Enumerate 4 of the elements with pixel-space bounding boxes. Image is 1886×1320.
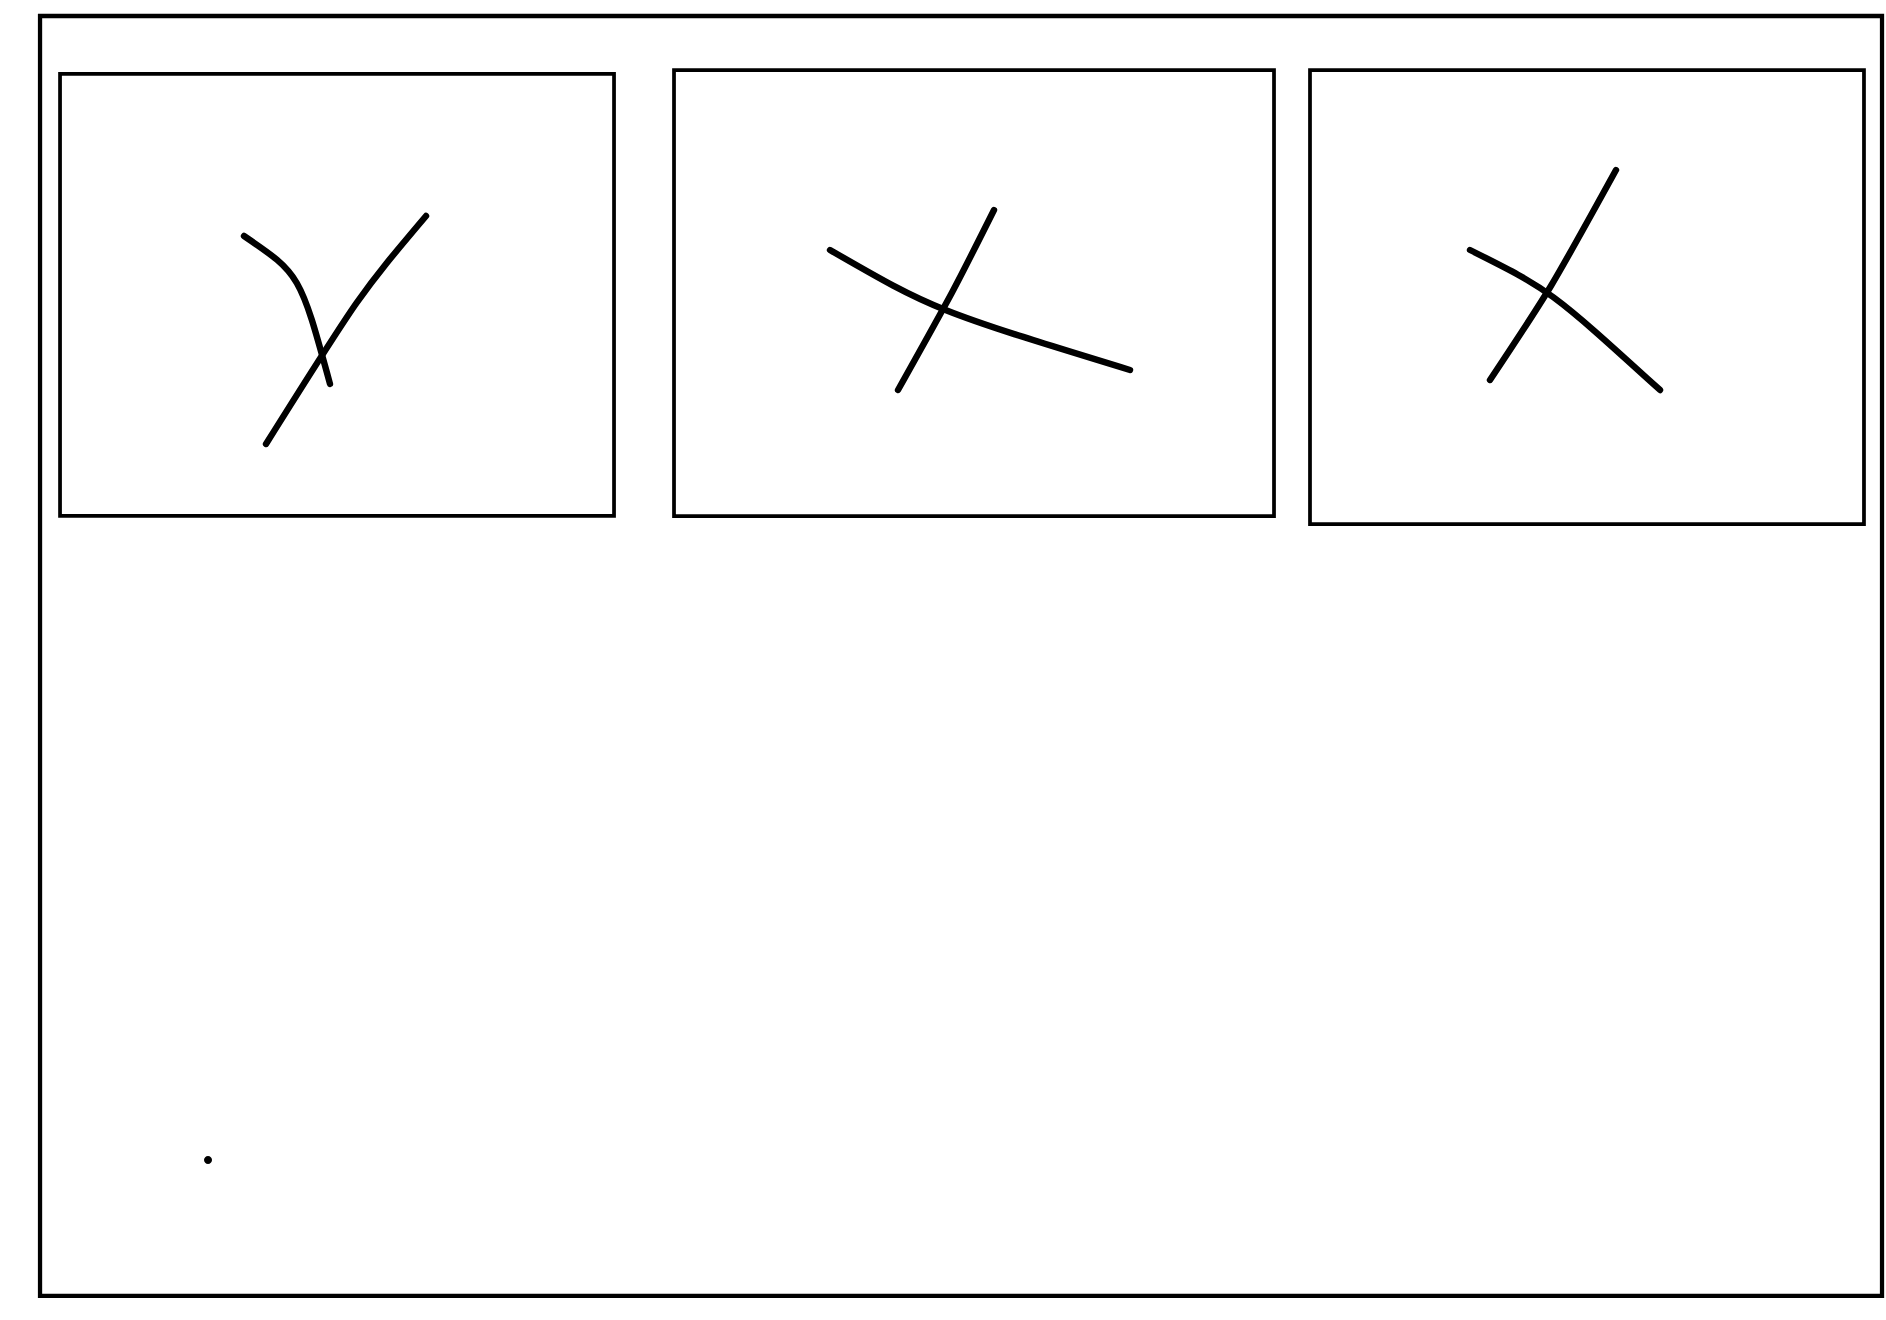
panel-box	[1308, 68, 1866, 526]
panel-box	[672, 68, 1276, 518]
frame	[37, 13, 1885, 1299]
panel-box	[58, 72, 616, 518]
